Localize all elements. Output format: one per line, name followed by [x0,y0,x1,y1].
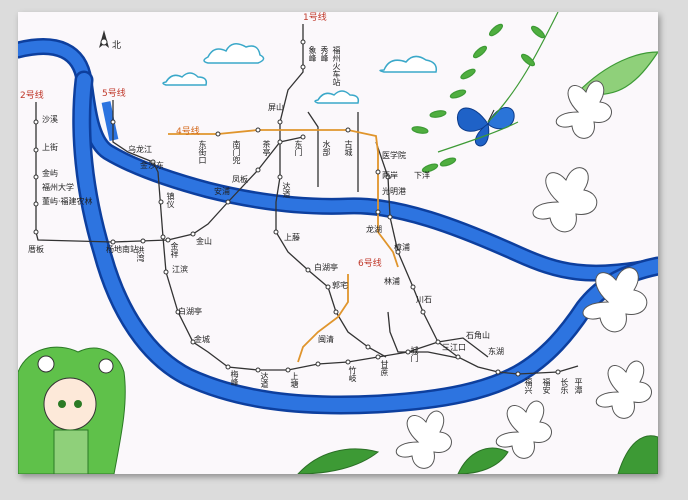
station-label: 沙溪 [42,115,58,124]
station-label: 古城 [344,140,353,156]
station-label: 金祥 [170,242,179,258]
station-label: 福州大学 [42,183,74,192]
line-5-label: 5号线 [102,89,126,99]
station-label: 川石 [416,295,432,304]
station-label: 金屿 [42,169,58,178]
cloud-icon [203,43,265,64]
line-4-label: 4号线 [176,127,200,137]
leaf-icon [297,435,658,474]
station-label: 厝板 [28,245,44,254]
cloud-icon [314,90,360,104]
station-label: 光明港 [382,187,406,196]
station-label: 上藤 [284,233,300,242]
metro-line-orange [168,129,399,363]
leaf-icon [411,12,658,173]
metro-line-6 [387,311,459,359]
station-label: 茶亭 [262,140,271,156]
line-2-label: 2号线 [20,91,44,101]
station-label: 郭宅 [332,281,348,290]
station-label: 两岸 [382,171,398,180]
station-label: 竹岐 [348,366,357,382]
station-label: 金城 [194,335,210,344]
station-label: 洪湾 [136,246,145,262]
station-label: 金沙东 [140,161,164,170]
station-label: 南门兜 [232,140,241,164]
station-label: 达道 [260,372,269,388]
station-label: 闽清 [318,335,334,344]
station-label: 石角山 [466,331,490,340]
station-label: 下洋 [414,171,430,180]
station-label: 平潭 [574,378,583,394]
station-label: 秀峰 [320,46,329,62]
station-label: 梅峰 [230,370,239,386]
station-label: 屏山 [268,103,284,112]
butterfly-icon [456,107,515,147]
line-6-label: 6号线 [358,259,382,269]
station-label: 达道 [282,182,291,198]
station-label: 乌龙江 [128,145,152,154]
station-label: 福州火车站 [332,46,341,86]
station-label: 东街口 [198,140,207,164]
metro-line-1 [275,24,387,358]
station-label: 上塘 [290,372,299,388]
station-label: 水部 [322,140,331,156]
station-label: 上街 [42,143,58,152]
station-label: 安浦 [214,187,230,196]
station-label: 镇仪 [166,192,175,208]
station-label: 白湖亭 [178,307,202,316]
station-label: 城门 [410,346,419,362]
station-label: 林浦 [384,277,400,286]
station-label: 东门 [294,140,303,156]
line-1-label: 1号线 [303,13,327,23]
station-dots [33,39,561,377]
flower-icon [395,80,652,469]
station-label: 樟浦 [394,243,410,252]
station-label: 福安 [542,378,551,394]
station-label: 医学院 [382,151,406,160]
station-label: 杨地南站 [106,245,138,254]
character-icon [18,346,126,474]
station-label: 长乐 [560,378,569,394]
station-label: 三江口 [442,343,466,352]
station-label: 白湖亭 [314,263,338,272]
map-card: 北 2号线 5号线 1号线 4号线 6号线 沙溪 上街 金屿 福州大学 董屿·福… [18,12,658,474]
cloud-icon [162,72,208,86]
cloud-icon [379,55,438,73]
station-label: 凤板 [232,175,248,184]
station-label: 江滨 [172,265,188,274]
station-label: 董屿·福建农林 [42,197,93,206]
station-label: 东湖 [488,347,504,356]
station-label: 甘蔗 [380,360,389,376]
station-label: 福兴 [524,378,533,394]
station-label: 龙湖 [366,225,382,234]
compass-north-label: 北 [112,41,122,51]
station-label: 象峰 [308,46,317,62]
compass-icon [99,30,109,48]
map-canvas [18,12,658,474]
station-label: 金山 [196,237,212,246]
